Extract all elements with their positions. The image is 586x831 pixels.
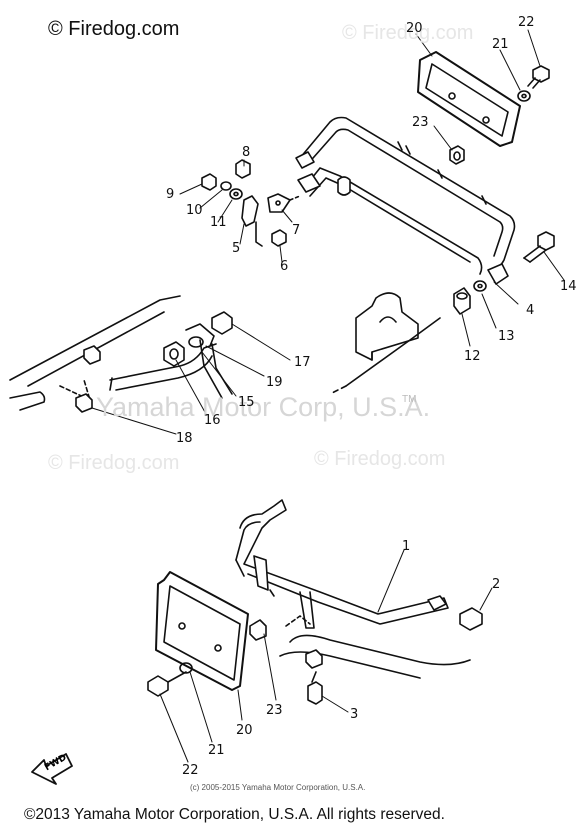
callout-15: 15 <box>238 395 255 410</box>
watermark-mid-right: © Firedog.com <box>314 448 446 470</box>
callout-23-upper: 23 <box>412 115 429 130</box>
bolt-14 <box>523 231 555 263</box>
callout-17: 17 <box>294 355 311 370</box>
side-rail <box>9 295 233 413</box>
callout-9: 9 <box>166 187 175 202</box>
callout-21-upper: 21 <box>492 37 509 52</box>
plate-screw-upper <box>517 65 550 102</box>
callout-18: 18 <box>176 431 193 446</box>
firedog-brand: © Firedog.com <box>48 18 180 40</box>
lower-hardware <box>147 607 483 705</box>
bumper-frame-upper <box>295 116 516 285</box>
callout-2: 2 <box>492 577 501 592</box>
trademark-mark: TM <box>402 394 417 405</box>
frame-bracket <box>329 292 441 395</box>
watermark-top-right: © Firedog.com <box>342 22 474 44</box>
callout-14: 14 <box>560 279 577 294</box>
callout-4: 4 <box>526 303 535 318</box>
callout-11: 11 <box>210 215 227 230</box>
callout-22-upper: 22 <box>518 15 535 30</box>
bushing-set <box>453 280 487 315</box>
callout-23-lower: 23 <box>266 703 283 718</box>
fwd-arrow <box>31 753 73 785</box>
callout-8: 8 <box>242 145 251 160</box>
callout-5: 5 <box>232 241 241 256</box>
footer-copyright: ©2013 Yamaha Motor Corporation, U.S.A. A… <box>24 806 445 823</box>
callout-20-lower: 20 <box>236 723 253 738</box>
callout-22-lower: 22 <box>182 763 199 778</box>
watermark-mid-left: © Firedog.com <box>48 452 180 474</box>
center-watermark: Yamaha Motor Corp, U.S.A. <box>96 392 431 422</box>
mounting-hardware <box>201 159 301 247</box>
callout-16: 16 <box>204 413 221 428</box>
callout-19: 19 <box>266 375 283 390</box>
callout-21-lower: 21 <box>208 743 225 758</box>
callout-7: 7 <box>292 223 301 238</box>
callout-13: 13 <box>498 329 515 344</box>
leader-lines <box>91 29 565 763</box>
license-plate-upper <box>417 51 521 147</box>
callout-12: 12 <box>464 349 481 364</box>
license-plate-lower <box>155 571 249 691</box>
callout-10: 10 <box>186 203 203 218</box>
callout-20-upper: 20 <box>406 21 423 36</box>
callout-1: 1 <box>402 539 411 554</box>
callout-6: 6 <box>280 259 289 274</box>
small-copyright: (c) 2005-2015 Yamaha Motor Corporation, … <box>190 783 366 792</box>
collar-upper <box>449 145 465 165</box>
bumper-frame-lower <box>235 499 471 679</box>
callout-3: 3 <box>350 707 359 722</box>
